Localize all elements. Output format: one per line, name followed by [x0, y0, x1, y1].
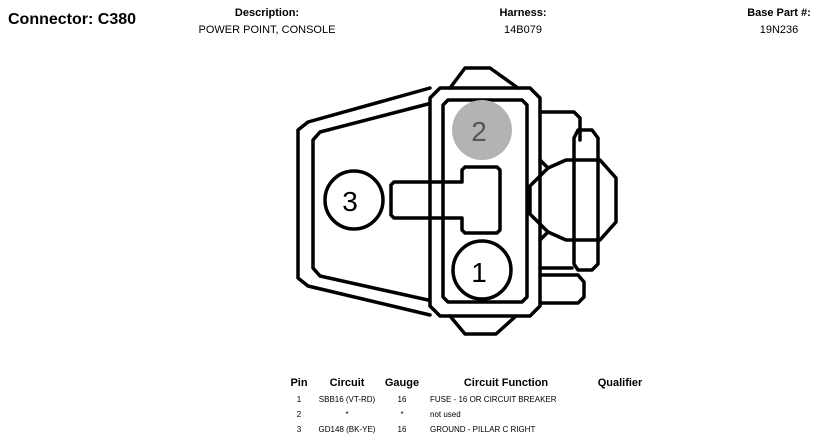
- table-row: 1 SBB16 (VT-RD) 16 FUSE - 16 OR CIRCUIT …: [286, 392, 650, 407]
- base-part-label: Base Part #:: [747, 7, 811, 19]
- right-latch-link-top: [538, 158, 550, 170]
- pin-table: Pin Circuit Gauge Circuit Function Quali…: [286, 377, 650, 437]
- connector-main-body-inner: [441, 98, 529, 304]
- top-latch: [448, 66, 520, 90]
- row-pin: 2: [296, 410, 302, 419]
- table-row: 2 * * not used: [286, 407, 650, 422]
- circuit-column-header: Circuit: [329, 377, 365, 389]
- row-circuit: SBB16 (VT-RD): [318, 395, 376, 404]
- base-part-value: 19N236: [759, 24, 799, 36]
- row-gauge: 16: [397, 395, 407, 404]
- keying-slot: [389, 165, 502, 235]
- pin-cavity-2: 2: [452, 100, 512, 160]
- harness-label: Harness:: [499, 7, 547, 19]
- row-pin: 1: [296, 395, 302, 404]
- gauge-column-header: Gauge: [384, 377, 420, 389]
- pin-1-label: 1: [471, 257, 487, 288]
- connector-main-body: [428, 86, 542, 318]
- base-part-block: Base Part #: 19N236: [729, 7, 822, 36]
- pin-table-header-row: Pin Circuit Gauge Circuit Function Quali…: [286, 377, 650, 392]
- qualifier-column-header: Qualifier: [597, 377, 643, 389]
- description-label: Description:: [234, 7, 300, 19]
- right-tab-lower: [538, 273, 586, 305]
- description-value: POWER POINT, CONSOLE: [198, 24, 336, 36]
- right-latch-button: [528, 158, 618, 242]
- row-circuit: GD148 (BK-YE): [318, 425, 376, 434]
- row-function: FUSE - 16 OR CIRCUIT BREAKER: [430, 395, 557, 404]
- bottom-latch: [448, 314, 518, 336]
- pin-cavity-3: 3: [323, 169, 385, 231]
- pin-2-circle: [452, 100, 512, 160]
- pin-cavity-1: 1: [451, 239, 513, 301]
- row-circuit: *: [345, 410, 349, 419]
- row-gauge: 16: [397, 425, 407, 434]
- connector-left-body-outline: [296, 86, 432, 317]
- function-column-header: Circuit Function: [463, 377, 549, 389]
- harness-value: 14B079: [504, 24, 542, 36]
- row-qualifier: [590, 392, 650, 407]
- description-block: Description: POWER POINT, CONSOLE: [167, 7, 367, 36]
- right-latch-link-bottom: [538, 230, 550, 242]
- row-gauge: *: [400, 410, 404, 419]
- pin-3-label: 3: [342, 186, 358, 217]
- pin-1-circle: [451, 239, 513, 301]
- harness-block: Harness: 14B079: [473, 7, 573, 36]
- row-pin: 3: [296, 425, 302, 434]
- pin-2-label: 2: [471, 116, 487, 147]
- row-function: not used: [430, 410, 461, 419]
- pin-column-header: Pin: [290, 377, 308, 389]
- row-qualifier: [590, 422, 650, 437]
- pin-3-circle: [323, 169, 385, 231]
- row-qualifier: [590, 407, 650, 422]
- table-row: 3 GD148 (BK-YE) 16 GROUND - PILLAR C RIG…: [286, 422, 650, 437]
- right-latch-housing: [572, 128, 600, 272]
- row-function: GROUND - PILLAR C RIGHT: [430, 425, 536, 434]
- connector-left-body-inner: [311, 102, 430, 302]
- connector-title: Connector: C380: [8, 11, 137, 28]
